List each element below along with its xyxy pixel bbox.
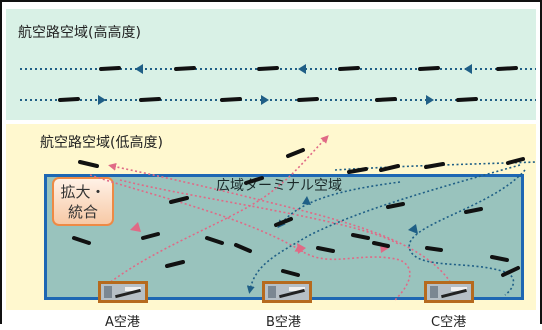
aircraft-icon bbox=[297, 97, 319, 102]
aircraft-icon bbox=[316, 246, 335, 253]
low-altitude-label: 航空路空域(低高度) bbox=[40, 135, 163, 151]
airport-b-label: B空港 bbox=[266, 315, 301, 330]
aircraft-icon bbox=[496, 66, 518, 71]
aircraft-icon bbox=[351, 233, 370, 240]
pink-routes bbox=[89, 135, 456, 301]
aircraft-icon bbox=[347, 167, 368, 174]
route-c-approach bbox=[408, 169, 526, 296]
aircraft-icon bbox=[375, 97, 397, 102]
high-altitude-routes bbox=[20, 68, 536, 101]
aircraft-icon bbox=[78, 160, 99, 168]
direction-arrow-icon bbox=[261, 95, 269, 105]
expand-line-2: 統合 bbox=[67, 203, 98, 221]
aircraft-icon bbox=[386, 202, 405, 209]
high-altitude-airspace bbox=[6, 9, 536, 120]
aircraft-icon bbox=[99, 66, 121, 71]
aircraft-icon bbox=[174, 66, 196, 71]
expand-integrate-callout: 拡大・ 統合 bbox=[52, 177, 114, 226]
aircraft-icon bbox=[418, 66, 440, 71]
route-terminal-inbound bbox=[277, 181, 401, 229]
route-b-arrival-tail bbox=[299, 249, 411, 301]
direction-arrow-icon bbox=[98, 95, 106, 105]
aircraft-icon bbox=[257, 66, 279, 71]
direction-arrow-icon bbox=[297, 243, 306, 254]
expand-line-1: 拡大・ bbox=[60, 183, 106, 201]
aircraft-icon bbox=[372, 241, 390, 248]
airport-icon bbox=[98, 281, 148, 303]
aircraft-icon bbox=[139, 97, 161, 102]
aircraft-icon bbox=[424, 162, 445, 169]
aircraft-icon bbox=[456, 97, 478, 102]
route-west-arrival bbox=[89, 174, 304, 253]
aircraft-icon bbox=[234, 243, 252, 253]
aircraft-icon bbox=[281, 269, 300, 277]
airport-a-label: A空港 bbox=[105, 315, 140, 330]
aircraft-icon bbox=[72, 236, 91, 245]
high-route-arrows bbox=[98, 64, 472, 105]
aircraft-icon bbox=[379, 164, 400, 172]
aircraft-icon bbox=[464, 207, 483, 214]
aircraft-icon bbox=[58, 97, 80, 102]
direction-arrow-icon bbox=[464, 64, 472, 74]
route-b-approach bbox=[246, 164, 521, 294]
blue-arrows bbox=[302, 196, 418, 234]
airport-c-label: C空港 bbox=[431, 315, 467, 330]
aircraft-icon bbox=[501, 266, 520, 277]
direction-arrow-icon bbox=[135, 64, 143, 74]
aircraft-icon bbox=[506, 157, 525, 165]
aircraft-icon bbox=[286, 148, 305, 158]
route-c-arrival-west bbox=[108, 162, 456, 291]
direction-arrow-icon bbox=[408, 224, 418, 234]
route-cross bbox=[119, 179, 401, 246]
high-altitude-label: 航空路空域(高高度) bbox=[18, 25, 141, 41]
airport-icon bbox=[262, 281, 312, 303]
aircraft-icon bbox=[338, 66, 360, 71]
wide-area-terminal-airspace bbox=[44, 174, 524, 300]
aircraft-icon bbox=[490, 255, 509, 262]
aircraft-icon bbox=[141, 232, 160, 240]
aircraft-icon bbox=[165, 260, 185, 268]
direction-arrow-icon bbox=[298, 64, 306, 74]
direction-arrow-icon bbox=[302, 196, 311, 205]
low-aircraft bbox=[72, 148, 525, 277]
aircraft-icon bbox=[169, 196, 189, 204]
high-aircraft bbox=[58, 66, 518, 102]
aircraft-icon bbox=[244, 176, 264, 185]
aircraft-icon bbox=[205, 236, 224, 245]
airport-icon bbox=[424, 281, 474, 303]
direction-arrow-icon bbox=[130, 222, 141, 232]
direction-arrow-icon bbox=[426, 95, 434, 105]
aircraft-icon bbox=[220, 97, 242, 102]
aircraft-icon bbox=[425, 246, 443, 252]
aircraft-icon bbox=[274, 217, 293, 227]
